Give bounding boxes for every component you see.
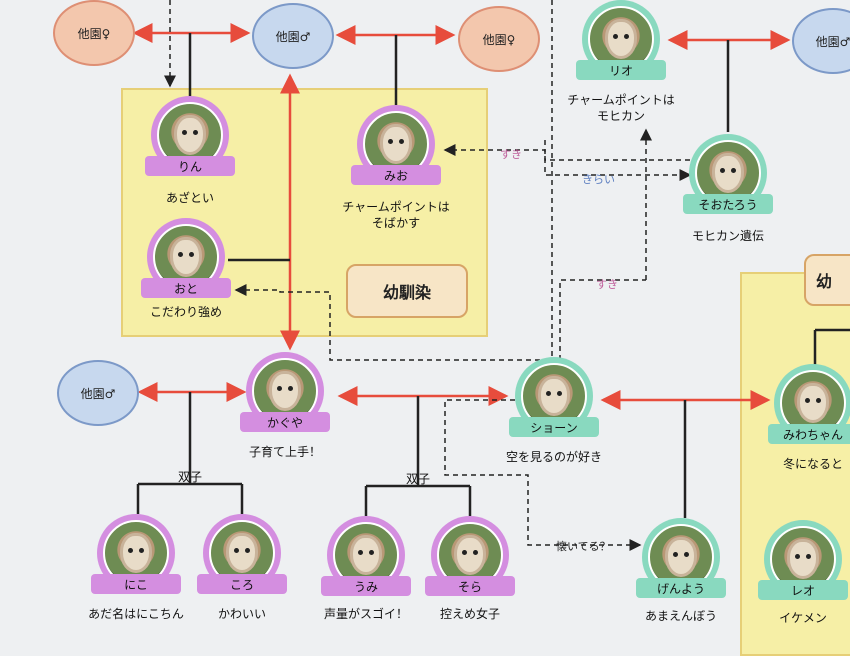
sheep-name: うみ <box>321 576 411 596</box>
sheep-name: リオ <box>576 60 666 80</box>
other-zoo-male-bubble: 他園♂ <box>252 3 334 69</box>
sheep-card-niko: にこ <box>91 514 181 596</box>
sheep-description: あまえんぼう <box>644 609 718 623</box>
sheep-description: 空を見るのが好き <box>505 450 603 464</box>
osananajimi-tag: 幼馴染 <box>346 264 468 318</box>
sheep-description: 冬になると <box>782 457 844 471</box>
sheep-name: おと <box>141 278 231 298</box>
sheep-description: かわいい <box>217 607 267 621</box>
connector-lines <box>132 0 850 551</box>
sheep-name: りん <box>145 156 235 176</box>
attached-label: 懐いてる？ <box>556 540 611 553</box>
other-zoo-male-bubble: 他園♂ <box>57 360 139 426</box>
twins-label: 双子 <box>405 472 431 486</box>
sheep-description: 子育て上手！ <box>248 445 322 459</box>
sheep-description: こだわり強め <box>149 305 223 319</box>
sheep-name: レオ <box>758 580 848 600</box>
sheep-card-soutaro: そおたろう <box>683 134 773 216</box>
likes-label: すき <box>596 278 618 291</box>
sheep-card-genyou: げんよう <box>636 518 726 600</box>
sheep-name: ころ <box>197 574 287 594</box>
dislikes-label: きらい <box>582 173 615 186</box>
sheep-card-mio: みお <box>351 105 441 187</box>
likes-label: すき <box>500 148 522 161</box>
sheep-card-reo: レオ <box>758 520 848 602</box>
sheep-name: ショーン <box>509 417 599 437</box>
sheep-name: そら <box>425 576 515 596</box>
other-zoo-female-bubble: 他園♀ <box>53 0 135 66</box>
sheep-card-miwa: みわちゃん <box>768 364 850 446</box>
sheep-name: げんよう <box>636 578 726 598</box>
sheep-name: そおたろう <box>683 194 773 214</box>
sheep-card-koro: ころ <box>197 514 287 596</box>
sheep-name: にこ <box>91 574 181 594</box>
relationship-chart: すき きらい すき 懐いてる？ 双子 双子 他園♀ 他園♂ 他園♀ 他園♂ 他園… <box>53 0 850 656</box>
other-zoo-male-bubble: 他園♂ <box>792 8 850 74</box>
other-zoo-female-bubble: 他園♀ <box>458 6 540 72</box>
sheep-description: 声量がスゴイ！ <box>323 607 409 621</box>
sheep-description: イケメン <box>779 611 827 625</box>
right-group-tag: 幼 <box>804 254 850 306</box>
sheep-description: 控えめ女子 <box>439 607 501 621</box>
sheep-card-sora: そら <box>425 516 515 598</box>
sheep-name: かぐや <box>240 412 330 432</box>
sheep-description: あだ名はにこちん <box>88 607 184 621</box>
sheep-card-shon: ショーン <box>509 357 599 439</box>
sheep-card-rin: りん <box>145 96 235 178</box>
sheep-card-umi: うみ <box>321 516 411 598</box>
sheep-card-rio: リオ <box>576 0 666 82</box>
sheep-description: あざとい <box>165 191 215 205</box>
sheep-description: チャームポイントは そばかす <box>342 200 450 230</box>
sheep-card-kaguya: かぐや <box>240 352 330 434</box>
twins-label: 双子 <box>177 470 203 484</box>
sheep-description: チャームポイントは モヒカン <box>567 93 675 123</box>
sheep-name: みわちゃん <box>768 424 850 444</box>
sheep-description: モヒカン遺伝 <box>691 229 765 243</box>
sheep-name: みお <box>351 165 441 185</box>
sheep-card-oto: おと <box>141 218 231 300</box>
